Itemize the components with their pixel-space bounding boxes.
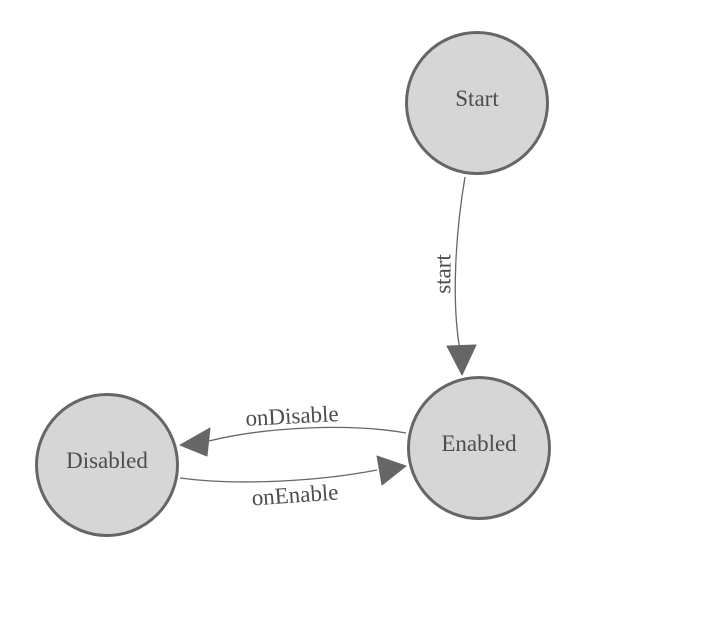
state-node-disabled[interactable]: Disabled xyxy=(35,393,179,537)
edge-disabled-to-enabled[interactable] xyxy=(179,469,378,483)
state-node-disabled-label: Disabled xyxy=(66,447,148,473)
edge-label-start: start xyxy=(430,254,456,294)
arrowhead-into-disabled-icon xyxy=(179,427,211,457)
edge-enabled-to-disabled[interactable] xyxy=(208,426,407,442)
state-node-start-label: Start xyxy=(455,85,499,111)
edge-label-ondisable: onDisable xyxy=(244,401,340,431)
state-node-start[interactable]: Start xyxy=(405,31,549,175)
edge-start-to-enabled[interactable] xyxy=(454,176,466,351)
state-node-enabled-label: Enabled xyxy=(441,430,517,456)
arrowhead-into-enabled-top-icon xyxy=(446,344,477,376)
edge-label-onenable: onEnable xyxy=(250,479,340,511)
arrowhead-into-enabled-left-icon xyxy=(376,455,407,486)
state-node-enabled[interactable]: Enabled xyxy=(407,376,551,520)
